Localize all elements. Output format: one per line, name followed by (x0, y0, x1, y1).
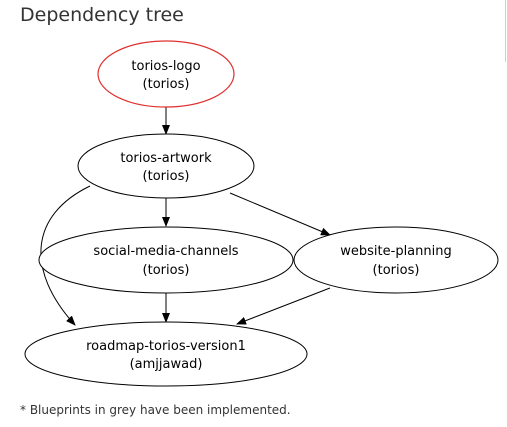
node-social-media-channels[interactable]: social-media-channels (torios) (38, 226, 294, 294)
side-divider (505, 0, 506, 62)
page-title: Dependency tree (20, 4, 184, 26)
footnote-implemented-legend: * Blueprints in grey have been implement… (20, 403, 291, 417)
node-torios-artwork[interactable]: torios-artwork (torios) (77, 133, 255, 199)
node-social-media-channels-outline (38, 226, 294, 294)
edge-artwork-to-roadmap (40, 185, 91, 326)
node-roadmap-torios-version1[interactable]: roadmap-torios-version1 (amjjawad) (24, 321, 308, 387)
node-torios-logo[interactable]: torios-logo (torios) (97, 40, 235, 108)
node-website-planning[interactable]: website-planning (torios) (293, 226, 499, 294)
node-torios-logo-name: torios-logo (131, 59, 200, 74)
edge-website-to-roadmap (236, 287, 331, 325)
node-website-planning-name: website-planning (340, 244, 451, 259)
node-torios-artwork-name: torios-artwork (120, 151, 212, 166)
node-torios-logo-outline (97, 40, 235, 108)
node-website-planning-outline (293, 226, 499, 294)
node-roadmap-torios-version1-outline (24, 321, 308, 387)
node-torios-artwork-outline (77, 133, 255, 199)
node-roadmap-torios-version1-name: roadmap-torios-version1 (86, 339, 246, 354)
node-social-media-channels-name: social-media-channels (93, 244, 238, 259)
node-social-media-channels-owner: (torios) (143, 263, 190, 278)
node-roadmap-torios-version1-owner: (amjjawad) (130, 357, 203, 372)
edge-artwork-to-website (229, 192, 331, 236)
node-torios-artwork-owner: (torios) (143, 169, 190, 184)
node-website-planning-owner: (torios) (373, 263, 420, 278)
node-torios-logo-owner: (torios) (143, 77, 190, 92)
